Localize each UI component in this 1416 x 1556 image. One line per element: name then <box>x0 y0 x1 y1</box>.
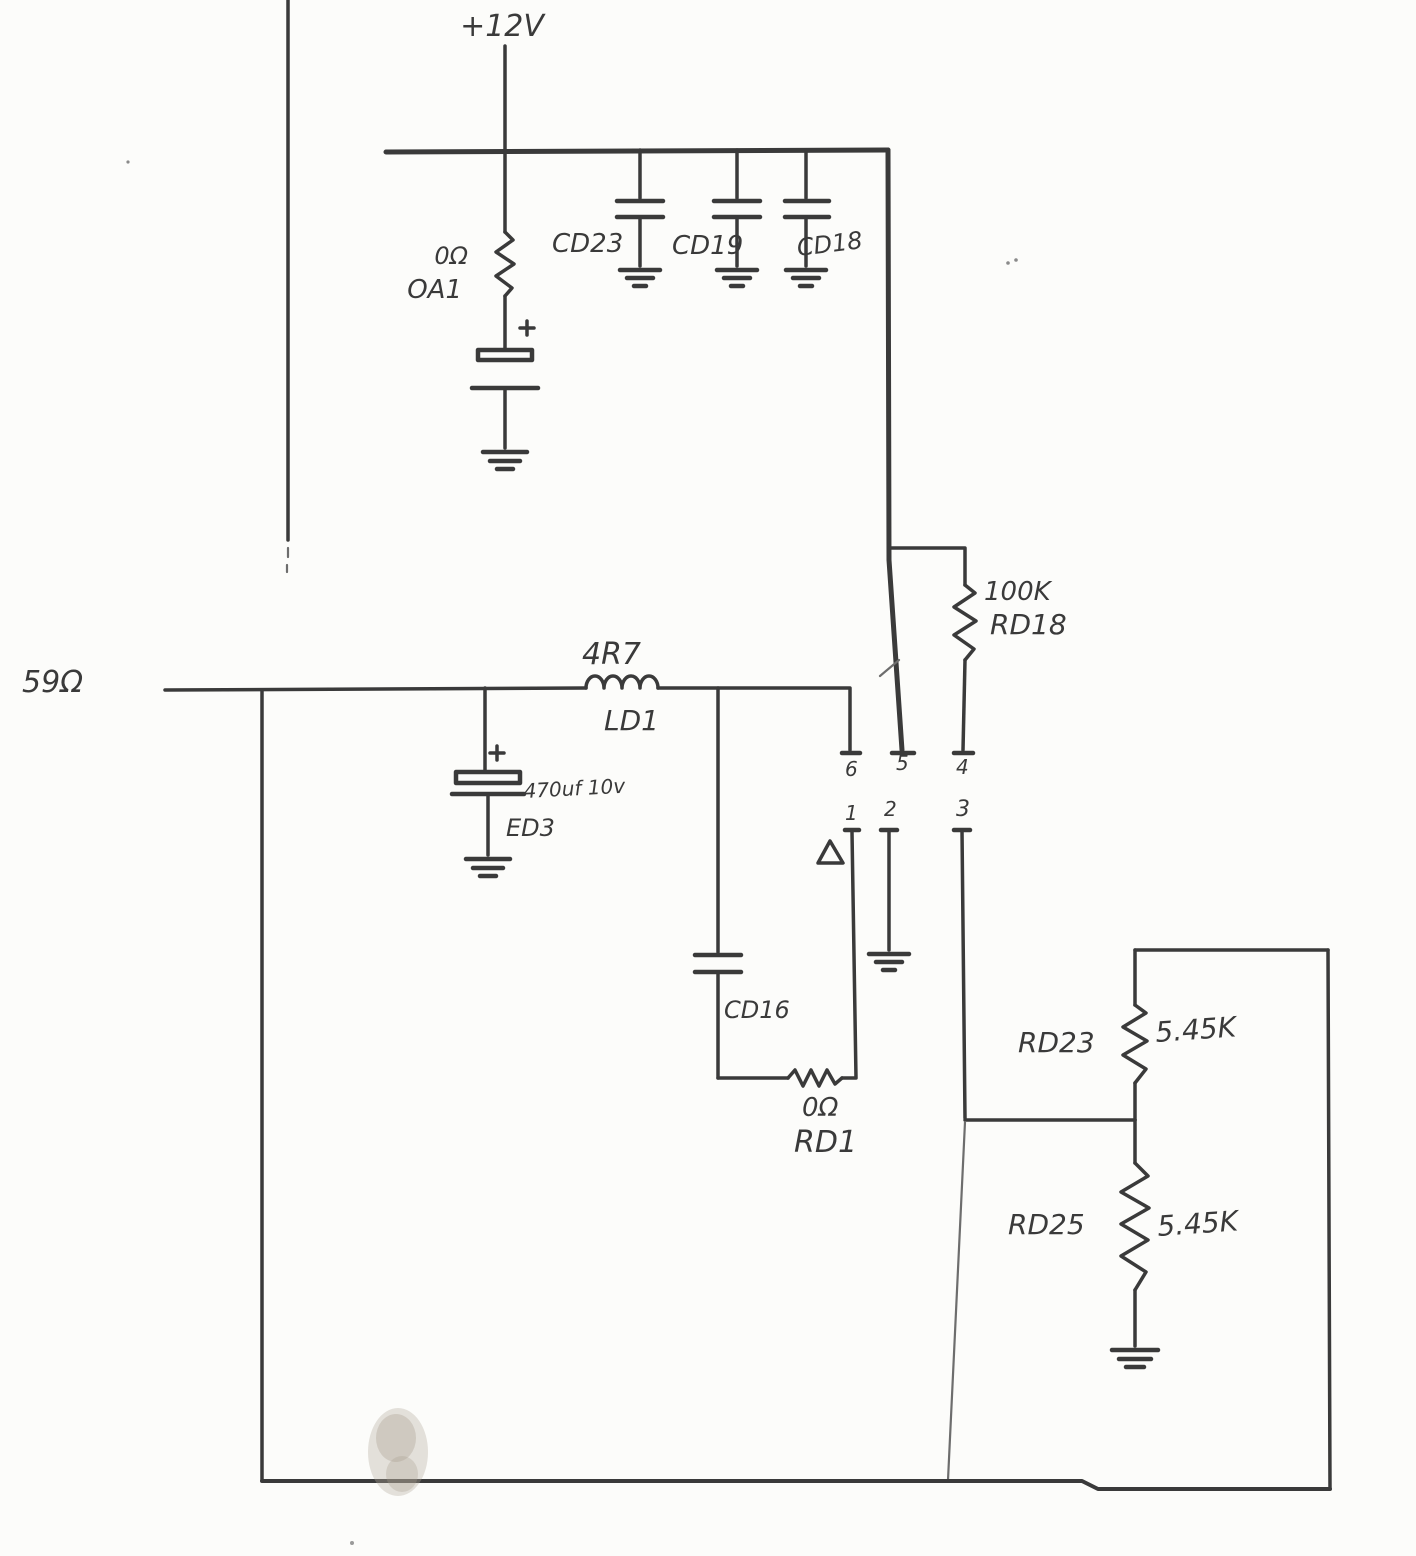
label-cd19: CD19 <box>672 231 743 261</box>
label-rd25-ref: RD25 <box>1008 1208 1085 1241</box>
ground-symbol <box>714 267 760 289</box>
label-ld1-ref: LD1 <box>604 704 659 737</box>
pin-numbers: 6 5 4 1 2 3 <box>845 751 970 825</box>
label-pin4: 4 <box>956 755 969 779</box>
power-rail <box>383 147 891 155</box>
left-edge-line <box>285 0 290 574</box>
resistor-rd23: RD23 5.45K <box>1018 948 1330 1122</box>
plus-sign <box>488 744 506 762</box>
bottom-rail <box>260 1479 1332 1491</box>
label-plus12v: +12V <box>460 9 546 44</box>
ground-symbol <box>617 267 663 289</box>
label-cd23: CD23 <box>552 229 623 259</box>
capacitor-cd19: CD19 <box>672 148 763 289</box>
triangle-marker <box>816 839 845 865</box>
ground-symbol <box>463 856 513 879</box>
label-pin3: 3 <box>956 797 970 822</box>
label-rd1-value: 0Ω <box>802 1093 839 1123</box>
pin3-wire <box>946 827 1137 1482</box>
capacitor-cd23: CD23 <box>552 148 666 289</box>
inductor-ld1: 4R7 LD1 <box>582 637 660 737</box>
label-rd18-value: 100K <box>984 577 1053 607</box>
pin2-ground-wire <box>866 827 912 973</box>
label-pin2: 2 <box>884 797 897 821</box>
label-ed3-value: 470uf 10v <box>523 774 627 803</box>
scan-specks <box>126 160 1018 1545</box>
label-net-59: 59Ω <box>22 665 83 700</box>
label-pin5: 5 <box>896 751 909 775</box>
ground-symbol <box>1109 1347 1161 1370</box>
label-rd1-ref: RD1 <box>794 1125 857 1160</box>
label-cd16: CD16 <box>724 996 790 1024</box>
label-rd23-ref: RD23 <box>1018 1026 1095 1059</box>
label-ed3-ref: ED3 <box>506 814 555 842</box>
resistor-rd18: 100K RD18 <box>887 546 1067 756</box>
ground-symbol <box>783 267 829 289</box>
resistor-rd1: 0Ω RD1 <box>716 827 862 1160</box>
ground-symbol <box>480 449 530 472</box>
capacitor-ed3: 470uf 10v ED3 <box>449 686 627 879</box>
label-ld1-value: 4R7 <box>582 637 641 672</box>
label-pin1: 1 <box>845 801 858 825</box>
capacitor-cd16: CD16 <box>692 686 790 1080</box>
rail-to-pin5-wire <box>878 147 917 756</box>
plus-sign <box>518 319 536 337</box>
capacitor-cd18: CD18 <box>782 148 864 289</box>
ground-symbol <box>866 951 912 973</box>
label-oa1-ref: OA1 <box>407 275 462 305</box>
scan-stain <box>368 1408 428 1496</box>
label-oa1-value: 0Ω <box>434 242 468 270</box>
label-pin6: 6 <box>845 757 858 781</box>
net-59-ohm: 59Ω 4R7 LD1 <box>22 637 863 1482</box>
right-return-wire <box>1326 948 1332 1490</box>
crossing-tick <box>878 658 901 678</box>
supply-12v-lead: +12V <box>460 9 546 234</box>
label-rd18-ref: RD18 <box>990 608 1067 641</box>
label-rd25-value: 5.45K <box>1156 1204 1241 1243</box>
capacitor-electrolytic-oa1 <box>469 319 541 472</box>
label-rd23-value: 5.45K <box>1154 1010 1239 1049</box>
resistor-rd25: RD25 5.45K <box>1008 1118 1242 1370</box>
resistor-oa1: 0Ω OA1 <box>407 230 516 350</box>
